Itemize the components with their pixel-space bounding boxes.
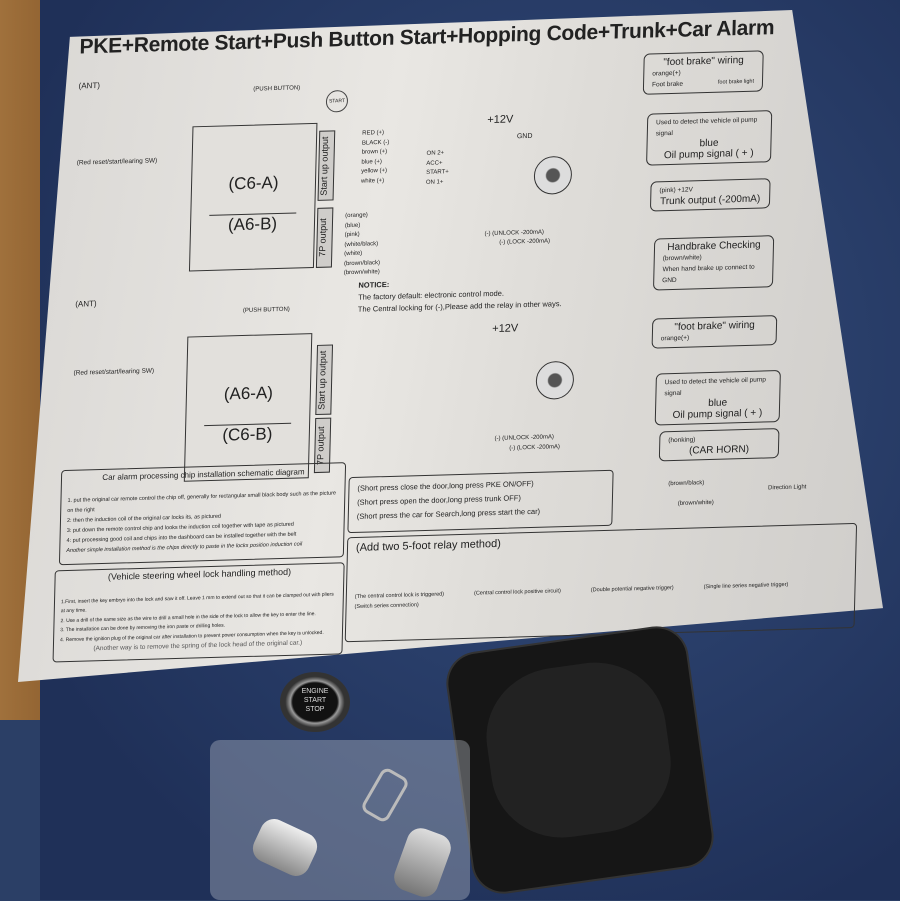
button-text: STOP (305, 706, 325, 713)
push-button-label: (PUSH BUTTON) (242, 306, 290, 315)
wire-label: (brown/white) (343, 269, 380, 277)
instruction-sheet (18, 10, 883, 682)
wire-label: yellow (+) (361, 167, 388, 175)
engine-start-stop-button: ENGINE START STOP (280, 672, 350, 732)
relay-captions: (The central control lock is triggered) (… (354, 580, 846, 610)
module-1-bottom-label: (A6-B) (209, 212, 296, 236)
oil-detect-label: Used to detect the vehicle oil pump sign… (655, 116, 758, 138)
wire-label: (white/black) (344, 240, 379, 248)
button-text: START (303, 697, 327, 704)
push-button-label: (PUSH BUTTON) (253, 85, 301, 93)
oil-pump-label: Oil pump signal ( + ) (663, 147, 754, 162)
7p-wire-list: (orange)(blue)(pink)(white/black)(white)… (344, 211, 382, 279)
oil-pump-label: Oil pump signal ( + ) (672, 407, 763, 422)
ignition-list: ON 2+ACC+START+ON 1+ (426, 149, 450, 188)
module-2-top-label: (A6-A) (223, 383, 274, 404)
brown-black-label: (brown/black) (668, 480, 705, 488)
antenna-label: (ANT) (78, 80, 101, 91)
oil-detect-label: Used to detect the vehicle oil pump sign… (664, 376, 766, 398)
steering-lock-panel: (Vehicle steering wheel lock handling me… (52, 562, 345, 663)
reset-switch-label: (Red reset/start/learing SW) (76, 157, 158, 167)
foot-brake-row: Foot brake foot brake light (652, 77, 754, 91)
control-module-1: (C6-A) (A6-B) (188, 122, 318, 272)
ignition-label: START+ (426, 169, 449, 176)
relay-caption: (Central control lock positive circuit) (473, 588, 561, 597)
start-output-label: Start up output (317, 130, 336, 201)
foot-brake-panel: "foot brake" wiring orange(+) Foot brake… (642, 50, 764, 95)
foot-brake-label: Foot brake (651, 80, 684, 89)
trunk-output-label: Trunk output (-200mA) (659, 193, 761, 208)
oil-pump-panel-2: Used to detect the vehicle oil pump sign… (654, 370, 781, 426)
gnd-label: GND (516, 132, 533, 141)
button-text: ENGINE (301, 688, 329, 695)
relay-caption: (Single line series negative trigger) (703, 581, 789, 591)
wire-label: white (+) (360, 177, 385, 185)
lock-label: (-) (LOCK -200mA) (499, 238, 551, 246)
relay-method-panel: (Add two 5-foot relay method) (The centr… (344, 522, 858, 643)
relay-caption: (The central control lock is triggered) (354, 591, 445, 600)
trunk-panel: (pink) +12V Trunk output (-200mA) (649, 178, 771, 212)
foot-brake-light-label: foot brake light (717, 78, 755, 86)
relay-title: (Add two 5-foot relay method) (355, 537, 502, 554)
notice: NOTICE: The factory default: electronic … (358, 274, 563, 316)
remote-buttons-legend: (Short press close the door,long press P… (347, 469, 614, 534)
chip-install-panel: Car alarm processing chip installation s… (58, 462, 347, 566)
start-button-icon: START (325, 89, 349, 113)
ignition-switch-icon (533, 155, 573, 195)
relay-caption: (Double potential negative trigger) (590, 585, 674, 594)
control-module-2: (A6-A) (C6-B) (183, 333, 313, 482)
reset-switch-label: (Red reset/start/learing SW) (73, 367, 155, 377)
start-output-label: Start up output (315, 344, 334, 416)
12v-label: +12V (487, 113, 514, 127)
car-horn-panel: (honking) (CAR HORN) (658, 428, 780, 462)
ignition-switch-icon (535, 360, 575, 400)
antenna-label: (ANT) (75, 299, 97, 309)
7p-output-label: 7P output (315, 207, 334, 268)
wire-label: brown (+) (361, 148, 388, 156)
control-box (444, 624, 716, 896)
handbrake-note: When hand brake up connect to GND (662, 263, 755, 285)
wire-color: orange(+) (660, 334, 690, 343)
foot-brake-panel-2: "foot brake" wiring orange(+) (651, 315, 778, 349)
relay-caption: (Switch series connection) (354, 602, 419, 611)
unlock-label: (-) (UNLOCK -200mA) (484, 229, 544, 238)
12v-label: +12V (492, 322, 519, 336)
oil-pump-panel: Used to detect the vehicle oil pump sign… (646, 110, 773, 166)
control-box-lid (477, 653, 680, 847)
lock-label: (-) (LOCK -200mA) (509, 444, 561, 452)
handbrake-panel: Handbrake Checking (brown/white) When ha… (652, 235, 775, 291)
direction-light-label: Direction Light (767, 484, 807, 492)
power-wire-list: RED (+)BLACK (-)brown (+)blue (+)yellow … (361, 129, 390, 187)
wiring-diagram: PKE+Remote Start+Push Button Start+Hoppi… (44, 8, 858, 671)
unlock-label: (-) (UNLOCK -200mA) (494, 434, 554, 443)
module-2-bottom-label: (C6-B) (204, 422, 291, 447)
ignition-label: ON 1+ (425, 178, 444, 186)
module-1-top-label: (C6-A) (228, 172, 279, 194)
brown-white-label: (brown/white) (677, 499, 714, 507)
